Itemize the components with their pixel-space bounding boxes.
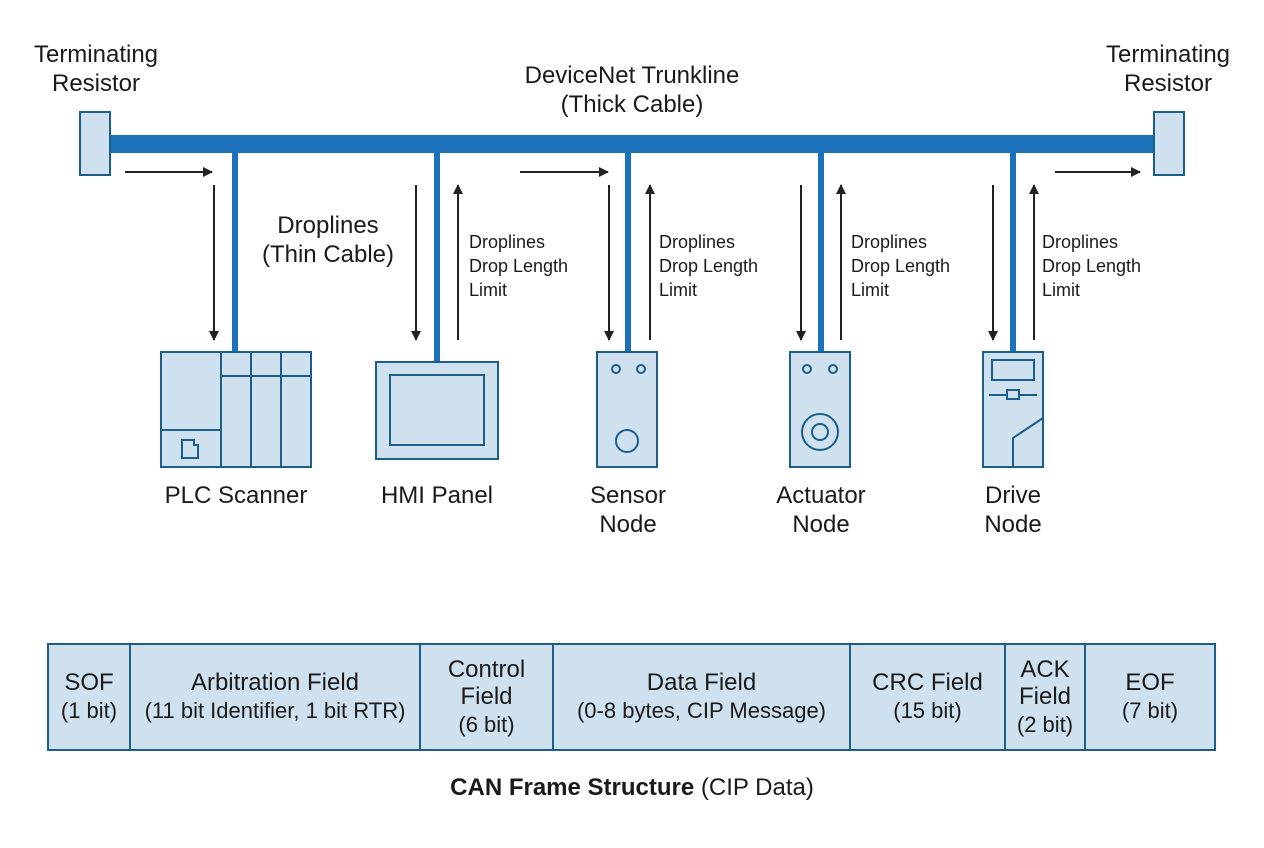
frame-caption: CAN Frame Structure (CIP Data) bbox=[0, 774, 1264, 802]
dropline-sensor bbox=[625, 153, 631, 353]
terminating-resistor-right bbox=[1153, 111, 1185, 176]
drop-length-label-drive: Droplines Drop Length Limit bbox=[1042, 232, 1142, 300]
frame-field-arbitration: Arbitration Field (11 bit Identifier, 1 … bbox=[131, 645, 421, 749]
frame-caption-bold: CAN Frame Structure bbox=[450, 774, 695, 801]
device-label-plc-scanner: PLC Scanner bbox=[164, 482, 308, 509]
drop-length-label-actuator: Droplines Drop Length Limit bbox=[851, 232, 951, 300]
can-frame-structure: SOF (1 bit) Arbitration Field (11 bit Id… bbox=[47, 643, 1216, 751]
frame-field-control: Control Field (6 bit) bbox=[421, 645, 554, 749]
trunkline-title: DeviceNet Trunkline (Thick Cable) bbox=[524, 62, 740, 119]
droplines-label: Droplines (Thin Cable) bbox=[261, 212, 395, 269]
dropline-drive bbox=[1010, 153, 1016, 353]
drop-length-label-hmi: Droplines Drop Length Limit bbox=[469, 232, 569, 300]
frame-field-data: Data Field (0-8 bytes, CIP Message) bbox=[554, 645, 851, 749]
drop-length-label-sensor: Droplines Drop Length Limit bbox=[659, 232, 759, 300]
actuator-node-icon bbox=[789, 351, 851, 468]
device-label-hmi-panel: HMI Panel bbox=[380, 482, 494, 509]
trunkline-cable bbox=[110, 135, 1155, 153]
frame-field-crc: CRC Field (15 bit) bbox=[851, 645, 1006, 749]
terminating-resistor-left-label: Terminating Resistor bbox=[33, 41, 159, 98]
drive-node-icon bbox=[982, 351, 1044, 468]
terminating-resistor-right-label: Terminating Resistor bbox=[1105, 41, 1231, 98]
plc-scanner-icon bbox=[160, 351, 312, 468]
sensor-node-icon bbox=[596, 351, 658, 468]
frame-field-sof: SOF (1 bit) bbox=[49, 645, 131, 749]
device-label-drive-node: Drive Node bbox=[984, 482, 1042, 539]
frame-field-eof: EOF (7 bit) bbox=[1121, 669, 1179, 724]
device-label-actuator-node: Actuator Node bbox=[776, 482, 866, 539]
frame-field-ack: ACK Field (2 bit) bbox=[1006, 645, 1086, 749]
frame-caption-normal: (CIP Data) bbox=[700, 774, 814, 801]
device-label-sensor-node: Sensor Node bbox=[589, 482, 667, 539]
hmi-panel-icon bbox=[375, 361, 499, 460]
dropline-actuator bbox=[818, 153, 824, 353]
dropline-plc bbox=[232, 153, 238, 353]
dropline-hmi bbox=[434, 153, 440, 363]
terminating-resistor-left bbox=[79, 111, 111, 176]
